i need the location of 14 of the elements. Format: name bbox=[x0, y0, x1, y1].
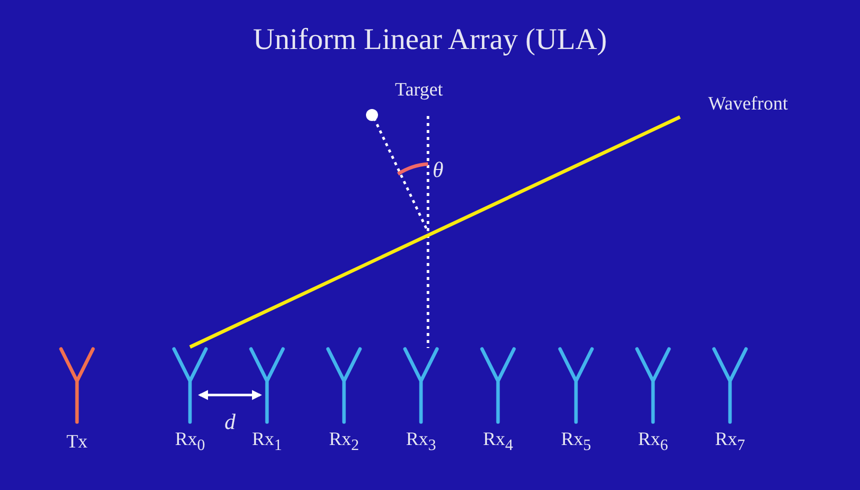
antenna-label: Rx$_{2}$ bbox=[328, 430, 360, 454]
antenna-label: Rx$_{0}$ bbox=[174, 430, 206, 454]
antenna-label: Rx$_{3}$ bbox=[406, 430, 436, 454]
antenna-label: Rx$_{1}$ bbox=[252, 430, 282, 454]
wavefront-label: Wavefront bbox=[708, 94, 788, 114]
antenna-label: Tx bbox=[66, 432, 88, 452]
target-label: Target bbox=[395, 80, 443, 100]
title: Uniform Linear Array (ULA) bbox=[252, 25, 608, 55]
antenna-label: Rx$_{6}$ bbox=[638, 430, 668, 454]
antenna-label: Rx$_{5}$ bbox=[560, 430, 592, 454]
antenna-label: Rx$_{7}$ bbox=[714, 430, 746, 454]
angle-label: θ bbox=[432, 159, 444, 181]
spacing-label: d bbox=[224, 411, 236, 433]
antenna-label: Rx$_{4}$ bbox=[482, 430, 514, 454]
